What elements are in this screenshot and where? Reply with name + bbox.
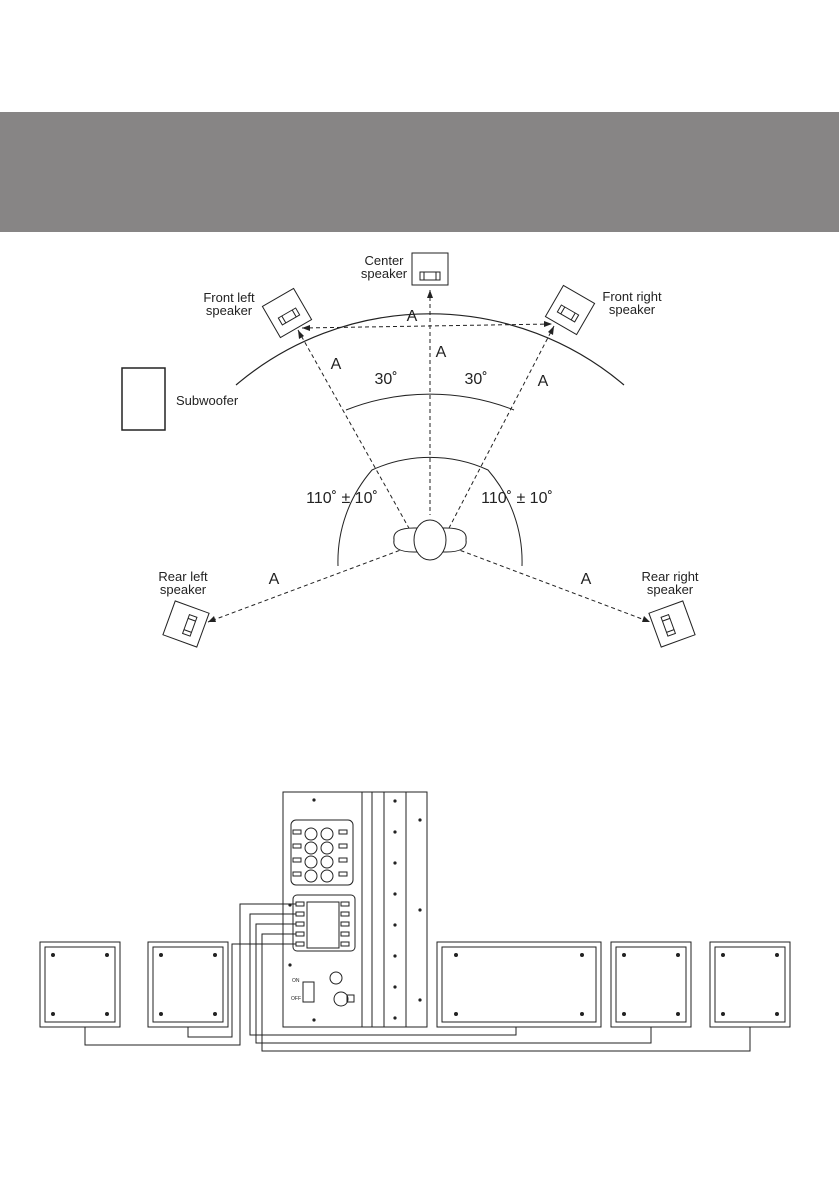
- front-right-label-2: speaker: [609, 302, 656, 317]
- distance-label-rear-right: A: [581, 571, 592, 588]
- speaker-output-block: [292, 894, 356, 952]
- center-speaker-label-2: speaker: [361, 266, 408, 281]
- speaker-box-screws: [51, 953, 779, 1016]
- audio-input-block: [290, 819, 354, 886]
- rear-right-label-1: Rear right: [641, 569, 698, 584]
- arrowheads: [208, 290, 650, 622]
- listener-icon: [393, 519, 467, 561]
- center-speaker-label-1: Center: [364, 253, 404, 268]
- center-speaker-icon: [411, 252, 449, 286]
- panel-screws: [288, 798, 422, 1022]
- front-left-label-2: speaker: [206, 303, 253, 318]
- rear-angle-right: 110˚ ± 10˚: [481, 490, 553, 507]
- rear-angle-left: 110˚ ± 10˚: [306, 490, 378, 507]
- switch-on-label: ON: [292, 978, 300, 984]
- front-right-speaker-icon: [544, 284, 596, 336]
- front-angle-left: 30˚: [374, 371, 397, 388]
- header-banner: [0, 112, 839, 232]
- distance-label-rear-left: A: [269, 571, 280, 588]
- distance-label-center: A: [436, 344, 447, 361]
- input-jacks: [304, 827, 334, 883]
- input-tags: [292, 829, 348, 877]
- power-switch: [302, 981, 315, 1003]
- placement-diagram: [121, 252, 696, 648]
- distance-label-left: A: [331, 356, 342, 373]
- rear-left-label-2: speaker: [160, 582, 207, 597]
- fuse-holder: [333, 991, 349, 1007]
- volume-knob: [329, 971, 343, 985]
- speaker-wires: [84, 903, 751, 1052]
- distance-label-right: A: [538, 373, 549, 390]
- front-angle-arc: [345, 393, 515, 411]
- speaker-box-center: [436, 941, 602, 1028]
- distance-guides: [207, 290, 651, 623]
- front-angle-right: 30˚: [464, 371, 487, 388]
- switch-off-label: OFF: [291, 996, 301, 1002]
- rear-right-label-2: speaker: [647, 582, 694, 597]
- rear-left-speaker-icon: [162, 600, 210, 648]
- distance-label-front: A: [407, 308, 418, 325]
- rear-right-speaker-icon: [648, 600, 696, 648]
- rear-left-label-1: Rear left: [158, 569, 208, 584]
- subwoofer-icon: [121, 367, 166, 431]
- wiring-diagram: [39, 791, 791, 1052]
- rear-angle-arc: [337, 456, 523, 567]
- speaker-box-1: [39, 941, 121, 1028]
- front-left-speaker-icon: [261, 287, 313, 339]
- front-left-label-1: Front left: [203, 290, 255, 305]
- front-right-label-1: Front right: [602, 289, 662, 304]
- subwoofer-label: Subwoofer: [176, 393, 239, 408]
- diagram-labels: Center speaker Front left speaker Front …: [158, 253, 698, 597]
